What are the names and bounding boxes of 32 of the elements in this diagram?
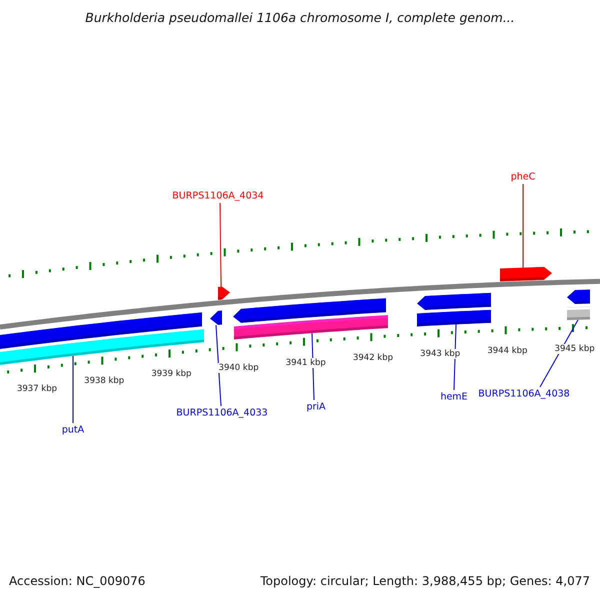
scale-label: 3939 kbp (150, 369, 192, 380)
gene-block (500, 266, 552, 282)
gene-block (417, 292, 492, 310)
gene-label: BURPS1106A_4038 (478, 388, 570, 400)
leader-line (220, 202, 222, 288)
gene-label: BURPS1106A_4033 (176, 408, 268, 418)
gene-bar (0, 329, 204, 366)
gene-label: priA (306, 402, 326, 412)
gene-block (218, 286, 230, 300)
gene-bar (234, 315, 388, 340)
title: Burkholderia pseudomallei 1106a chromosome I, complete genom... (84, 10, 516, 25)
gene-label: putA (62, 424, 84, 436)
scale-label: 3945 kbp (554, 344, 596, 354)
scale-label: 3940 kbp (218, 363, 260, 374)
gene-label: pheC (510, 172, 536, 182)
gene-block (210, 310, 222, 325)
leader-line (522, 184, 524, 268)
scale-label: 3938 kbp (83, 376, 126, 386)
leader-line (216, 324, 222, 406)
gene-bar (566, 306, 590, 320)
gene-block (567, 290, 590, 304)
scale-label: 3941 kbp (284, 358, 327, 368)
scale-label: 3942 kbp (352, 353, 394, 364)
footer-text: Accession: NC_009076 (9, 574, 146, 588)
gene-label: hemE (440, 392, 468, 402)
scale-label: 3943 kbp (419, 349, 462, 360)
scale-label: 3937 kbp (16, 384, 58, 394)
footer-text: Topology: circular; Length: 3,988,455 bp; Genes: 4,077 (260, 574, 590, 588)
leader-line (72, 356, 74, 424)
scale-label: 3944 kbp (486, 346, 528, 356)
gene-bar (416, 310, 492, 326)
gene-label: BURPS1106A_4034 (172, 190, 264, 202)
